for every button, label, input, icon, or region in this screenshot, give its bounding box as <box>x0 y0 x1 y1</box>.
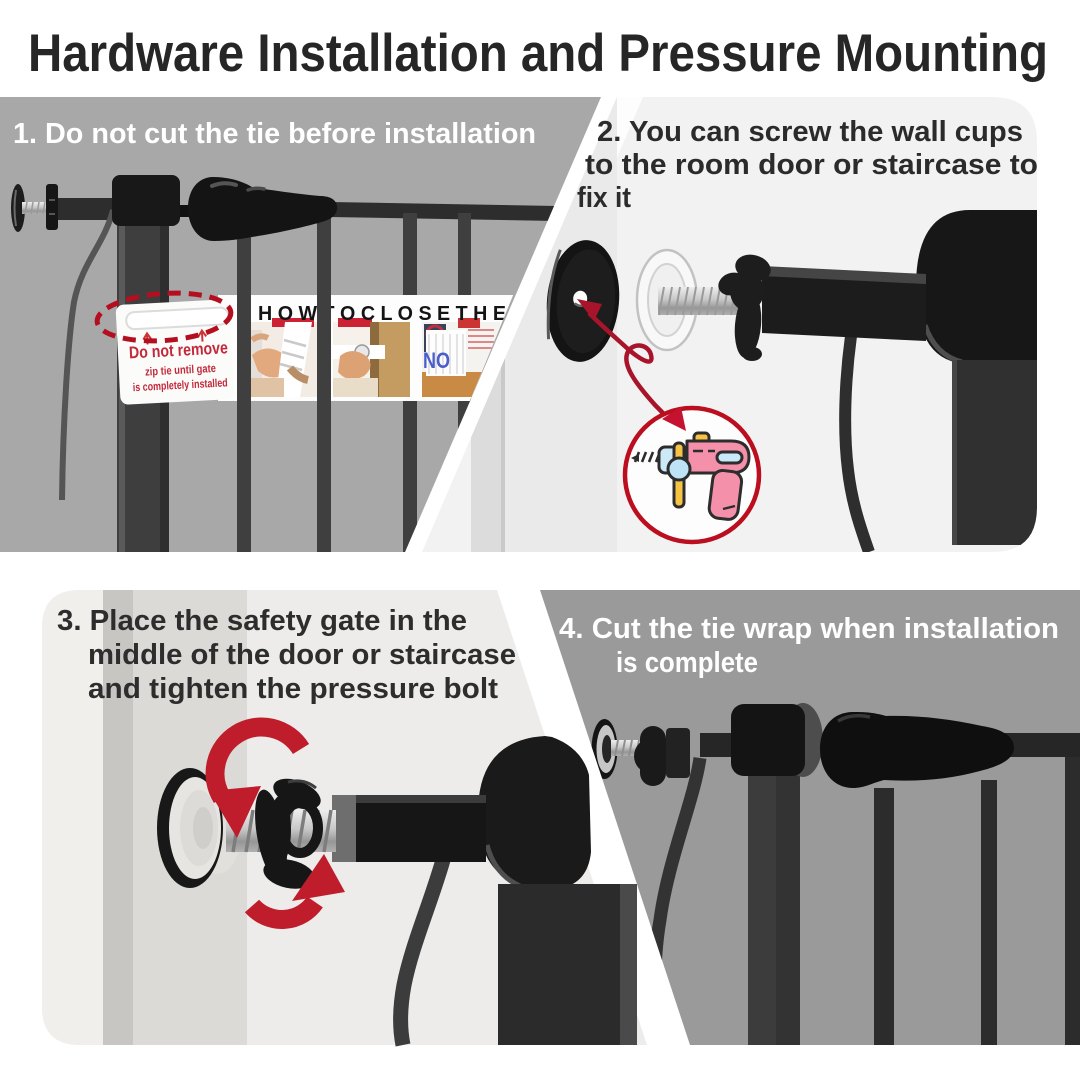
svg-text:1. Do not cut the tie before i: 1. Do not cut the tie before installatio… <box>13 118 536 150</box>
svg-text:to the room door or staircase: to the room door or staircase to <box>585 149 1038 181</box>
svg-text:2. You can screw the wall cups: 2. You can screw the wall cups <box>597 116 1023 148</box>
svg-text:4. Cut the tie wrap when insta: 4. Cut the tie wrap when installation <box>559 613 1059 645</box>
svg-text:is completely installed: is completely installed <box>133 377 228 394</box>
svg-text:NO: NO <box>423 348 450 373</box>
svg-text:zip tie until gate: zip tie until gate <box>145 363 217 379</box>
svg-text:is complete: is complete <box>616 647 758 679</box>
svg-text:3. Place the safety gate in th: 3. Place the safety gate in the <box>57 605 467 637</box>
svg-text:Hardware Installation and Pres: Hardware Installation and Pressure Mount… <box>28 24 1048 83</box>
svg-text:middle of the door or staircas: middle of the door or staircase <box>88 639 516 671</box>
svg-text:and tighten the pressure bolt: and tighten the pressure bolt <box>88 673 498 705</box>
svg-text:fix it: fix it <box>577 182 631 214</box>
svg-text:H O W T O C L O S E T H E: H O W T O C L O S E T H E <box>258 303 506 325</box>
